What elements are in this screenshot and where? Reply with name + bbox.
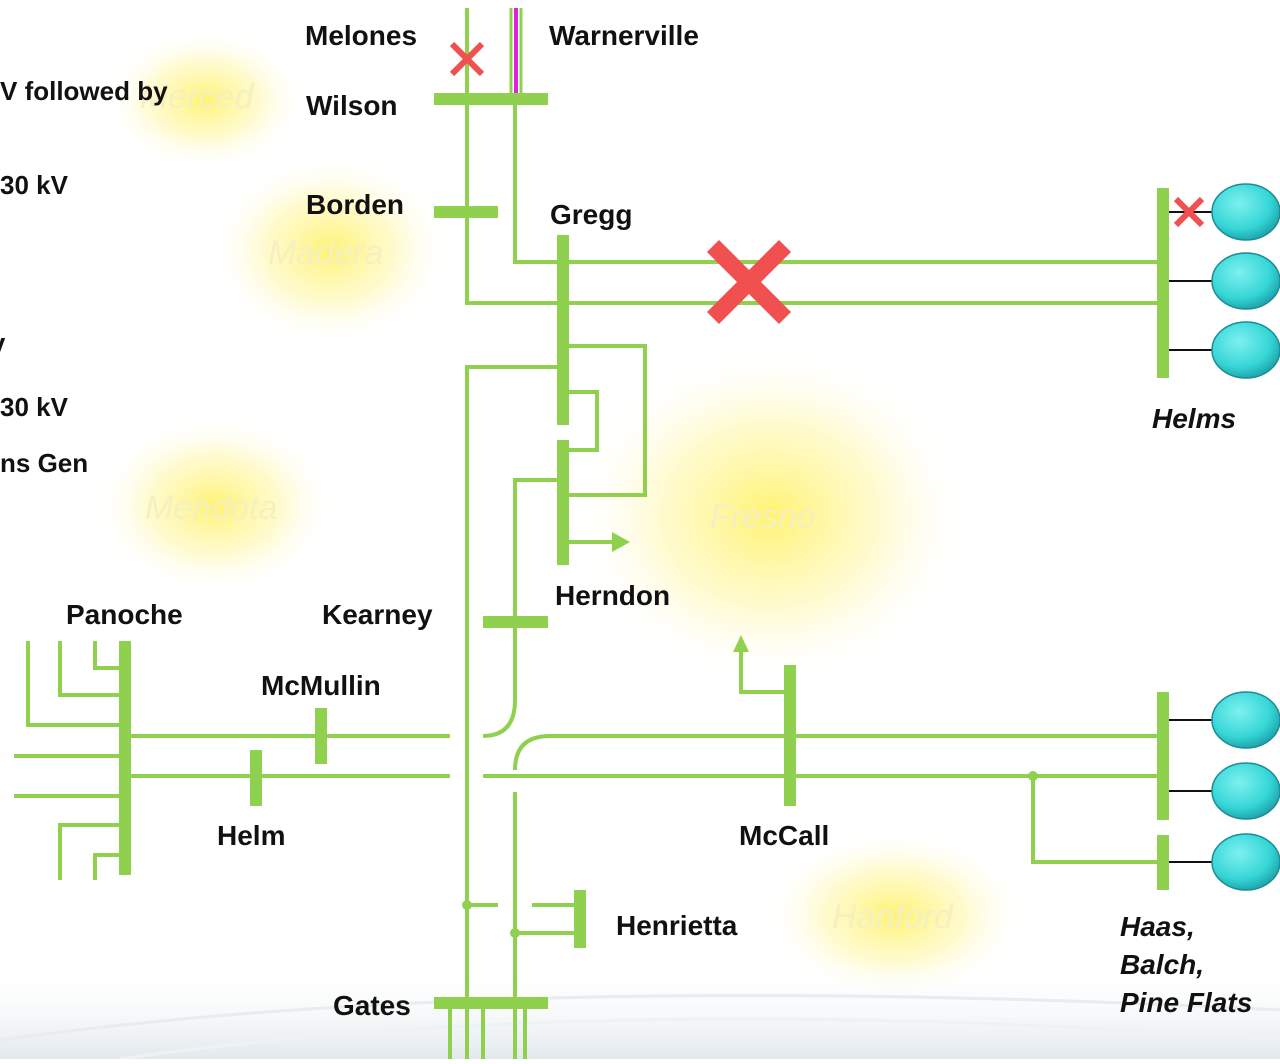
label-warnerville: Warnerville bbox=[549, 20, 699, 51]
gregg-herndon-loop-inner bbox=[563, 390, 599, 452]
label-mccall: McCall bbox=[739, 820, 830, 851]
panoche-feeder-7 bbox=[58, 823, 125, 880]
label-panoche: Panoche bbox=[66, 599, 183, 630]
city-glows bbox=[95, 30, 1025, 1000]
city-fresno: Fresno bbox=[710, 498, 816, 536]
note-line-4: 30 kV bbox=[0, 392, 68, 422]
melones-outage-x-icon bbox=[449, 41, 485, 77]
label-herndon: Herndon bbox=[555, 580, 671, 611]
panoche-feeder-2 bbox=[58, 641, 125, 697]
pine-flats-generator-icon bbox=[1211, 833, 1280, 891]
label-helms: Helms bbox=[1152, 403, 1237, 434]
label-borden: Borden bbox=[306, 189, 404, 220]
label-melones: Melones bbox=[305, 20, 418, 51]
glow-mendota bbox=[95, 415, 335, 595]
city-hanford: Hanford bbox=[832, 898, 953, 936]
herndon-load-arrow-icon bbox=[612, 532, 630, 552]
warnerville-line bbox=[509, 8, 523, 93]
wilson-gregg-line bbox=[513, 99, 1160, 264]
label-wilson: Wilson bbox=[306, 90, 398, 121]
label-gates: Gates bbox=[333, 990, 411, 1021]
label-mcmullin: McMullin bbox=[261, 670, 381, 701]
swoosh-1 bbox=[0, 993, 1280, 1042]
curve-ne bbox=[513, 734, 551, 771]
label-haas: Haas, bbox=[1120, 911, 1195, 942]
label-henrietta: Henrietta bbox=[616, 910, 738, 941]
gregg-kearney-line bbox=[465, 365, 563, 1059]
label-pine-flats: Pine Flats bbox=[1120, 987, 1253, 1018]
mccall-load-feed bbox=[739, 650, 790, 694]
wilson-borden-helms-line bbox=[465, 99, 1160, 305]
label-helm: Helm bbox=[217, 820, 286, 851]
haas-generator-icon bbox=[1211, 691, 1280, 749]
note-line-1: V followed by bbox=[0, 76, 168, 106]
generators bbox=[1211, 183, 1280, 891]
city-merced: Merced bbox=[140, 78, 254, 116]
balch-generator-icon bbox=[1211, 762, 1280, 820]
panoche-feeder-8 bbox=[93, 853, 125, 880]
junction-dots bbox=[462, 771, 1038, 938]
note-line-2: 30 kV bbox=[0, 170, 68, 200]
mccall-load-arrow-icon bbox=[733, 635, 749, 652]
city-mendota: Mendota bbox=[145, 489, 278, 527]
label-kearney: Kearney bbox=[322, 599, 433, 630]
label-haas-group: Haas, Balch, Pine Flats bbox=[1120, 908, 1252, 1022]
note-line-3: V bbox=[0, 334, 5, 360]
note-line-5: ns Gen bbox=[0, 448, 89, 478]
label-gregg: Gregg bbox=[550, 199, 633, 230]
glow-madera bbox=[210, 155, 450, 345]
outage-markers bbox=[449, 41, 1205, 325]
helms-generator-2-icon bbox=[1211, 252, 1280, 310]
floor-shade bbox=[0, 960, 1280, 1059]
glow-hanford bbox=[765, 830, 1025, 1000]
curve-nw bbox=[482, 699, 517, 738]
generator-leads bbox=[1169, 211, 1215, 863]
transmission-lines bbox=[14, 8, 1169, 1059]
helms-generator-outage-x-icon bbox=[1173, 196, 1205, 228]
helms-generator-3-icon bbox=[1211, 321, 1280, 379]
helms-generator-1-icon bbox=[1211, 183, 1280, 241]
label-balch: Balch, bbox=[1120, 949, 1205, 980]
gregg-helms-outage-x-icon bbox=[706, 239, 792, 325]
glow-merced bbox=[105, 30, 305, 170]
glow-fresno bbox=[570, 345, 970, 685]
haas-branch bbox=[1031, 776, 1160, 864]
gregg-herndon-loop-outer bbox=[563, 344, 647, 497]
swoosh-2 bbox=[119, 1017, 1280, 1061]
city-madera: Madera bbox=[268, 234, 384, 272]
panoche-feeder-1 bbox=[26, 641, 125, 727]
load-arrow-icon bbox=[612, 532, 749, 652]
panoche-feeder-3 bbox=[93, 641, 125, 670]
